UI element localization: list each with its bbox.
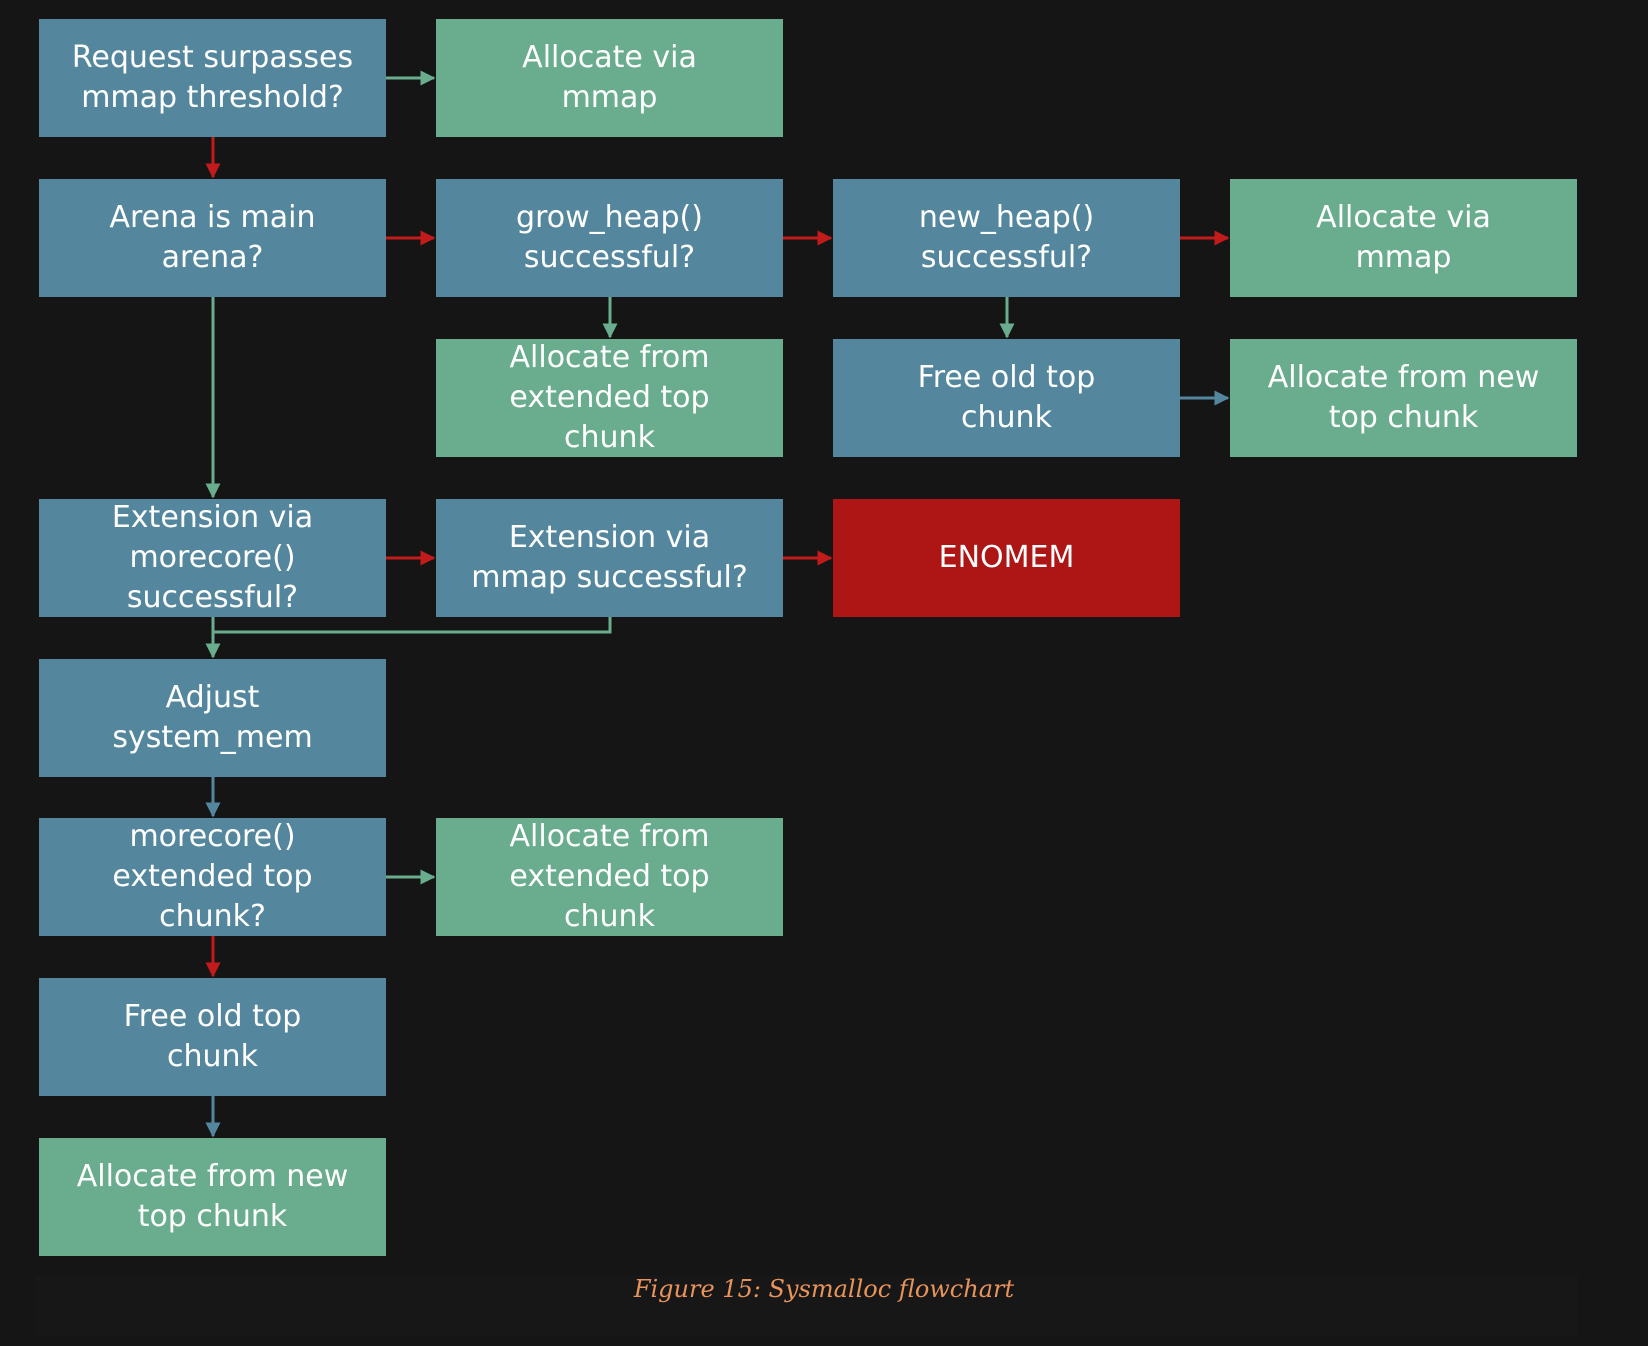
node-label: Adjust system_mem xyxy=(112,680,313,755)
node-label: Allocate from new top chunk xyxy=(76,1159,349,1234)
node-arena-main: Arena is main arena? xyxy=(39,179,386,297)
figure-caption: Figure 15: Sysmalloc flowchart xyxy=(633,1275,1015,1303)
node-morecore-extended: morecore() extended top chunk? xyxy=(39,818,386,936)
node-mmap-threshold: Request surpasses mmap threshold? xyxy=(39,19,386,137)
node-allocate-new-top-1: Allocate from new top chunk xyxy=(1230,339,1577,457)
node-free-old-top-2: Free old top chunk xyxy=(39,978,386,1096)
node-allocate-mmap-1: Allocate via mmap xyxy=(436,19,783,137)
node-label: Allocate from extended top chunk xyxy=(509,819,710,934)
node-allocate-extended-1: Allocate from extended top chunk xyxy=(436,339,783,457)
node-label: Free old top chunk xyxy=(123,999,302,1074)
node-label: Free old top chunk xyxy=(917,360,1096,435)
node-label: new_heap() successful? xyxy=(918,200,1095,275)
node-label: morecore() extended top chunk? xyxy=(112,819,313,934)
node-allocate-extended-2: Allocate from extended top chunk xyxy=(436,818,783,936)
node-label: Allocate from new top chunk xyxy=(1267,360,1540,435)
node-enomem: ENOMEM xyxy=(833,499,1180,617)
node-morecore-extension: Extension via morecore() successful? xyxy=(39,499,386,617)
node-label: Allocate from extended top chunk xyxy=(509,340,710,455)
node-label: Request surpasses mmap threshold? xyxy=(71,40,354,115)
node-grow-heap: grow_heap() successful? xyxy=(436,179,783,297)
caption-band xyxy=(36,1275,1578,1335)
node-allocate-new-top-2: Allocate from new top chunk xyxy=(39,1138,386,1256)
node-label: Allocate via mmap xyxy=(1316,200,1491,275)
node-label: grow_heap() successful? xyxy=(516,200,703,275)
node-label: Allocate via mmap xyxy=(522,40,697,115)
node-new-heap: new_heap() successful? xyxy=(833,179,1180,297)
node-label: Arena is main arena? xyxy=(109,200,316,275)
node-label: Extension via mmap successful? xyxy=(471,520,748,595)
edge-mmap-extension-to-adjust-system-mem xyxy=(213,617,612,634)
node-label: Extension via morecore() successful? xyxy=(111,500,314,615)
node-mmap-extension: Extension via mmap successful? xyxy=(436,499,783,617)
node-adjust-system-mem: Adjust system_mem xyxy=(39,659,386,777)
node-label: ENOMEM xyxy=(938,540,1075,575)
node-allocate-mmap-2: Allocate via mmap xyxy=(1230,179,1577,297)
node-free-old-top-1: Free old top chunk xyxy=(833,339,1180,457)
